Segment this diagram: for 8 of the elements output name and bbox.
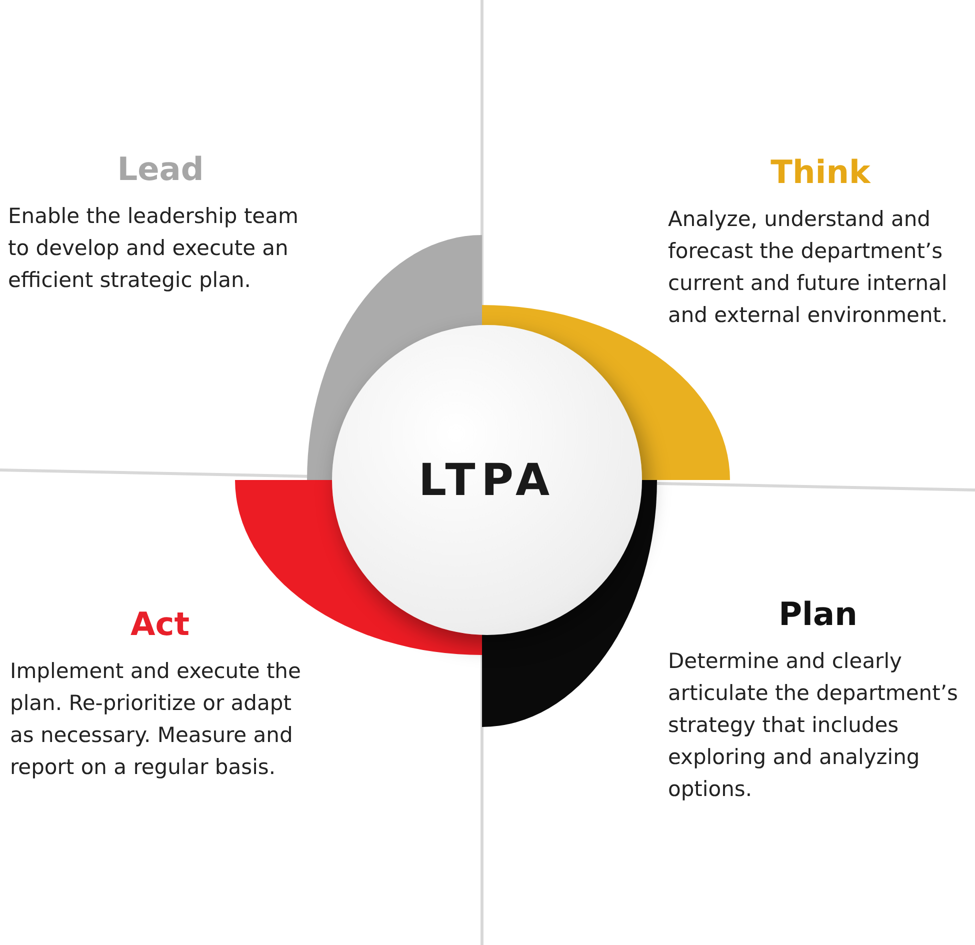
description-text: Analyze, understand and forecast the department’s current and future internal and external environment. bbox=[668, 206, 949, 329]
heading: Lead bbox=[116, 150, 205, 188]
description-text: Determine and clearly articulate the department’s strategy that includes exploring and analyzing options. bbox=[668, 648, 959, 803]
heading: Act bbox=[129, 605, 191, 643]
heading: Plan bbox=[778, 595, 858, 633]
description-text: Enable the leadership team to develop and execute an efficient strategic plan. bbox=[8, 203, 300, 294]
description-text: Implement and execute the plan. Re-prioritize or adapt as necessary. Measure and report on a regular basis. bbox=[10, 658, 302, 781]
heading: Think bbox=[770, 153, 872, 191]
